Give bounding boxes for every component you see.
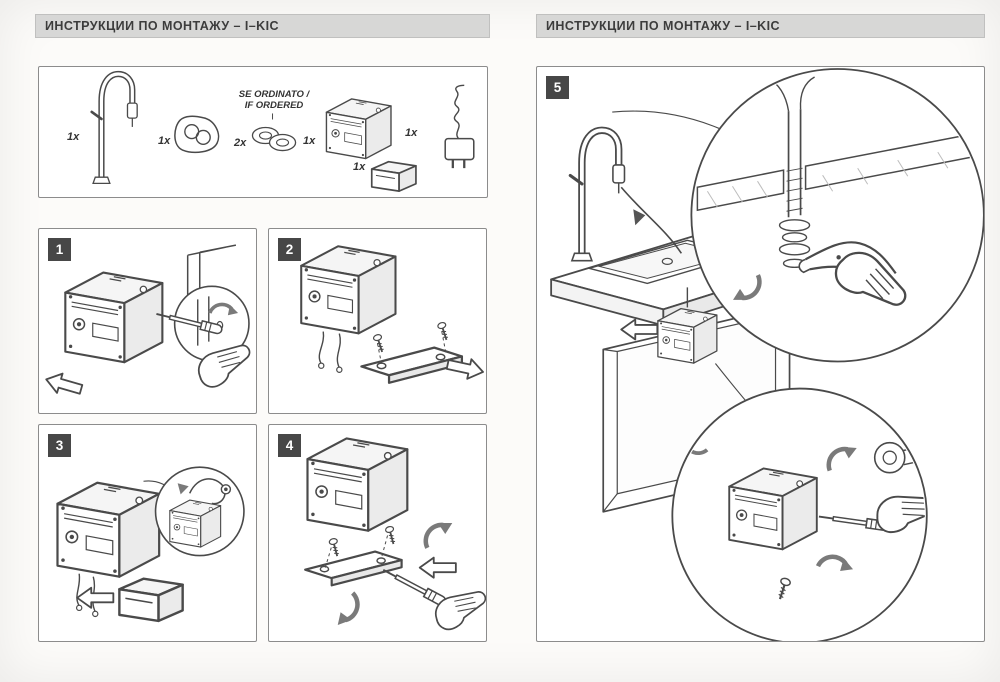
parts-overview-panel: 1x 1x SE ORDINATO / IF ORDERED 2x 1x 1x …	[38, 66, 488, 198]
control-box-icon	[56, 481, 161, 578]
control-box-icon	[325, 98, 392, 160]
wire-connector-icon	[92, 610, 99, 618]
step-5-illustration	[550, 68, 984, 641]
step-4-illustration	[304, 437, 486, 635]
insert-direction-arrow	[418, 556, 457, 579]
part-qty-label: 2x	[234, 137, 247, 149]
control-box-icon	[306, 437, 409, 532]
part-qty-label: 1x	[405, 127, 418, 139]
if-ordered-note-line1: SE ORDINATO /	[238, 89, 310, 100]
step-3-illustration	[56, 466, 245, 623]
part-qty-label: 1x	[67, 131, 80, 143]
control-box-icon	[64, 271, 164, 364]
step-4-panel: 4	[268, 424, 487, 642]
faucet-icon	[570, 130, 624, 260]
step-2-illustration	[300, 245, 486, 384]
step-5-panel: 5	[536, 66, 985, 642]
insert-direction-arrow	[42, 368, 85, 400]
part-qty-label: 1x	[303, 135, 316, 147]
screw-icon	[371, 332, 387, 355]
if-ordered-note-line2: IF ORDERED	[244, 100, 304, 112]
washer-icon	[778, 219, 811, 232]
rotate-arrow-icon	[420, 517, 458, 547]
step-1-illustration	[42, 244, 256, 400]
faucet-icon	[92, 74, 137, 183]
washer-icon	[778, 243, 811, 256]
hand-icon	[429, 582, 486, 635]
power-adapter-icon	[444, 84, 475, 170]
insert-direction-arrow	[76, 586, 115, 609]
left-page-title: ИНСТРУКЦИИ ПО МОНТАЖУ – I–KIC	[45, 19, 280, 33]
wire-connector-icon	[336, 366, 343, 373]
washer-icon	[781, 232, 808, 243]
battery-holder-icon	[118, 577, 184, 623]
rotate-arrow-icon	[329, 593, 365, 629]
step-2-number: 2	[278, 238, 301, 261]
wire-connector-icon	[318, 362, 325, 369]
right-page-title: ИНСТРУКЦИИ ПО МОНТАЖУ – I–KIC	[546, 19, 781, 33]
washer-kit-icon	[174, 115, 220, 154]
control-box-detail-icon	[169, 499, 222, 548]
pliers-icon	[805, 241, 897, 275]
if-ordered-washers-icon	[251, 126, 297, 152]
part-qty-label: 1x	[353, 161, 366, 173]
parts-overview-illustration	[39, 67, 475, 192]
control-box-icon	[300, 245, 397, 335]
down-arrow-icon	[633, 209, 646, 226]
control-box-icon	[657, 307, 718, 364]
detail-inset-circle	[690, 68, 984, 363]
step-1-panel: 1	[38, 228, 257, 414]
step-4-number: 4	[278, 434, 301, 457]
step-2-panel: 2	[268, 228, 487, 414]
wire-connector-icon	[75, 604, 83, 612]
step-3-panel: 3	[38, 424, 257, 642]
screw-icon	[327, 536, 342, 559]
drain-icon	[661, 257, 673, 265]
part-qty-label: 1x	[158, 135, 171, 147]
small-arrow-icon	[177, 483, 189, 495]
step-1-number: 1	[48, 238, 71, 261]
wires	[318, 331, 341, 369]
left-page-header: ИНСТРУКЦИИ ПО МОНТАЖУ – I–KIC	[35, 14, 490, 38]
right-page-header: ИНСТРУКЦИИ ПО МОНТАЖУ – I–KIC	[536, 14, 985, 38]
mounting-plate-icon	[304, 550, 403, 587]
hose	[620, 186, 683, 254]
battery-holder-icon	[370, 160, 417, 192]
if-ordered-note: SE ORDINATO / IF ORDERED	[222, 89, 326, 112]
screw-icon	[384, 524, 399, 546]
step-5-number: 5	[546, 76, 569, 99]
screw-icon	[436, 320, 452, 342]
control-box-icon	[728, 467, 818, 551]
step-3-number: 3	[48, 434, 71, 457]
